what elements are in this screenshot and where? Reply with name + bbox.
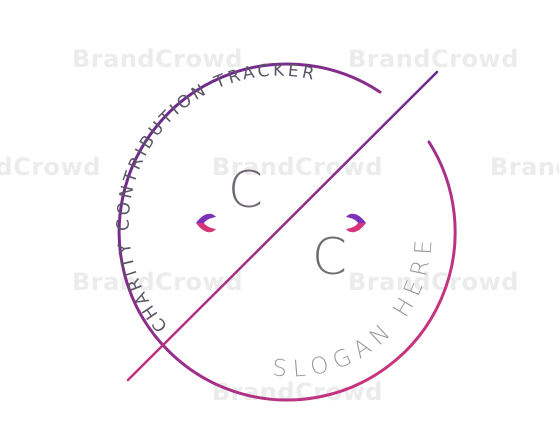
- monogram-letter-second: C: [312, 228, 347, 286]
- logo-slogan: SLOGAN HERE: [272, 232, 438, 382]
- logo-ring: [117, 62, 457, 402]
- double-arrow-icon: [196, 213, 366, 233]
- watermark-text: BrandCrowd: [72, 45, 243, 73]
- watermark-text: BrandCrowd: [348, 45, 519, 73]
- watermark-text: BrandCrowd: [490, 153, 559, 181]
- logo-slogan-arc: SLOGAN HERE: [272, 232, 438, 382]
- diagonal-slash: [126, 70, 439, 382]
- watermark-text: BrandCrowd: [212, 153, 383, 181]
- monogram-letter-first: C: [228, 161, 263, 219]
- watermark-layer: BrandCrowd BrandCrowd BrandCrowd BrandCr…: [0, 45, 559, 406]
- watermark-text: BrandCrowd: [348, 268, 519, 296]
- watermark-text: BrandCrowd: [0, 153, 101, 181]
- watermark-text: BrandCrowd: [72, 268, 243, 296]
